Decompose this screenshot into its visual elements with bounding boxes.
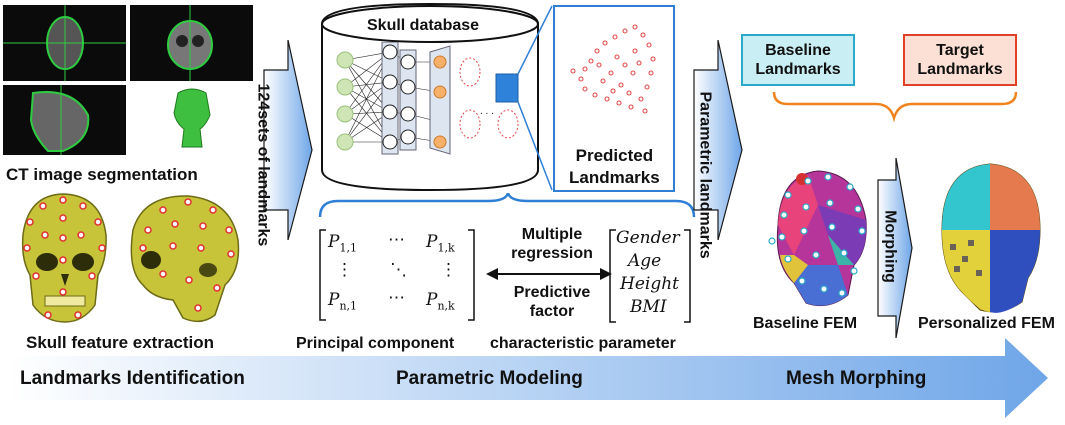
landmark-sets-label: 124sets of landmarks [254,83,272,247]
principal-component-label: Principal component [296,335,455,352]
param-height: Height [620,274,679,294]
morphing-arrow [877,158,913,338]
skull-feature-label: Skull feature extraction [26,333,215,352]
ct-segmentation-label: CT image segmentation [6,165,198,184]
target-landmarks-line2: Landmarks [917,61,1003,78]
predictive-factor-line1: Predictive [513,284,591,301]
matrix-p1k-sub: 1,k [437,241,455,255]
zoom-connector-lines [517,5,553,191]
personalized-fem-label: Personalized FEM [918,315,1055,332]
baseline-landmarks-line2: Landmarks [755,61,841,78]
matrix-pn1-sub: n,1 [339,299,358,313]
matrix-pnk-sub: n,k [437,299,455,313]
param-bmi: BMI [630,297,667,317]
skull-landmark-illustrations [21,193,240,323]
matrix-p11-sub: 1,1 [339,241,357,255]
target-landmarks-box: Target Landmarks [903,34,1017,86]
baseline-fem-label: Baseline FEM [753,315,858,332]
ct-sagittal-view [3,85,126,155]
matrix-brackets [319,229,475,321]
ct-coronal-view [130,5,253,81]
parametric-landmarks-arrow [693,40,743,240]
svg-text:. . .: . . . [480,106,494,117]
neural-network-diagram: . . . [336,42,519,155]
stage-mesh-morphing: Mesh Morphing [786,368,927,389]
multiple-regression-line1: Multiple [521,226,583,243]
baseline-landmarks-box: Baseline Landmarks [741,34,855,86]
matrix-ddots: ⋱ [390,260,407,280]
ct-axial-view [3,5,126,81]
matrix-pnk: Pn,k [426,290,455,312]
ct-3d-render [130,85,253,155]
personalized-fem-model [941,163,1041,313]
landmarks-merge-bracket [772,91,1018,123]
stage-parametric-modeling: Parametric Modeling [396,368,583,389]
stage-landmarks-identification: Landmarks Identification [20,368,245,389]
regression-double-arrow [486,268,612,280]
matrix-vdots-right: ⋮ [440,260,457,280]
skull-database-title: Skull database [367,17,480,34]
predictive-factor-line2: factor [529,303,575,320]
matrix-p11: P1,1 [328,232,357,254]
characteristic-parameter-label: characteristic parameter [490,335,676,352]
matrix-hdots-bottom: ⋯ [388,288,405,308]
predicted-landmarks-line2: Landmarks [569,168,660,187]
principal-component-matrix: P1,1 ⋯ P1,k ⋮ ⋱ ⋮ Pn,1 ⋯ Pn,k [318,226,478,326]
param-gender: Gender [616,228,680,248]
param-age: Age [628,251,662,271]
multiple-regression-label: Multiple regression [496,225,608,263]
morphing-label: Morphing [881,210,899,283]
baseline-fem-model [768,170,867,307]
matrix-hdots-top: ⋯ [388,230,405,250]
matrix-p1k: P1,k [426,232,455,254]
matrix-vdots-left: ⋮ [336,260,353,280]
matrix-pn1-symbol: P [328,290,340,310]
matrix-pn1: Pn,1 [328,290,357,312]
matrix-p1k-symbol: P [426,232,438,252]
parametric-landmarks-label: Parametric landmarks [696,91,714,259]
matrix-pnk-symbol: P [426,290,438,310]
predicted-landmark-points [570,24,656,114]
multiple-regression-line2: regression [511,245,593,262]
landmark-sets-arrow [263,40,313,240]
ct-image-grid [3,5,253,155]
target-landmarks-line1: Target [936,42,984,59]
predicted-landmarks-box: Predicted Landmarks [553,5,675,192]
parametric-bracket [318,193,696,218]
baseline-landmarks-line1: Baseline [765,42,831,59]
predictive-factor-label: Predictive factor [496,283,608,321]
characteristic-parameter-vector: Gender Age Height BMI [608,226,692,326]
predicted-landmarks-line1: Predicted [575,146,654,165]
vector-brackets [609,229,691,323]
matrix-p11-symbol: P [328,232,340,252]
predicted-landmarks-label: Predicted Landmarks [569,145,660,189]
